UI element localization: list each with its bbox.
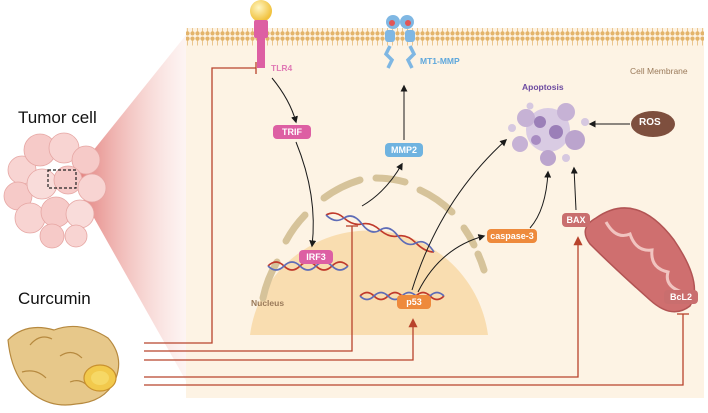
mitochondrion bbox=[584, 207, 696, 313]
tumor-cell-label: Tumor cell bbox=[18, 108, 97, 127]
trif-badge: TRIF bbox=[273, 125, 311, 139]
mt1-mmp-label: MT1-MMP bbox=[420, 56, 460, 66]
zoom-box bbox=[47, 169, 77, 189]
tlr4-receptor bbox=[250, 0, 272, 68]
dna-helix-center bbox=[325, 212, 435, 253]
magnification-beam bbox=[76, 30, 190, 388]
arrow-p53-apoptosis bbox=[411, 139, 508, 291]
mt1-mmp-receptor bbox=[383, 15, 417, 69]
inhibit-dna bbox=[144, 226, 353, 352]
inhibit-bcl2 bbox=[144, 314, 684, 386]
arrow-p53-caspase3 bbox=[417, 234, 486, 293]
p53-badge: p53 bbox=[397, 295, 431, 309]
inhibit-tlr4 bbox=[144, 67, 256, 344]
arrow-bax-apoptosis bbox=[570, 166, 578, 211]
bcl2-badge: BcL2 bbox=[664, 290, 698, 304]
arrow-caspase3-apoptosis bbox=[529, 170, 552, 229]
arrow-trif-irf3 bbox=[295, 141, 317, 248]
nucleus-label: Nucleus bbox=[251, 298, 285, 308]
apoptosis-cluster bbox=[508, 102, 589, 166]
curcumin-connectors bbox=[144, 62, 689, 386]
ros-bubble bbox=[631, 111, 675, 137]
cell-membrane-label: Cell Membrane bbox=[630, 66, 688, 76]
bax-badge: BAX bbox=[562, 213, 590, 227]
activate-p53 bbox=[144, 318, 418, 361]
apoptosis-label: Apoptosis bbox=[522, 82, 564, 92]
tlr4-label: TLR4 bbox=[271, 63, 293, 73]
cell-membrane bbox=[186, 28, 704, 46]
irf3-badge: IRF3 bbox=[299, 250, 333, 264]
activate-bax bbox=[144, 236, 583, 378]
arrow-dna-mmp2 bbox=[361, 162, 403, 207]
signal-arrows bbox=[271, 77, 630, 293]
nuclear-envelope bbox=[259, 174, 488, 302]
tumor-cell-cluster bbox=[3, 132, 107, 249]
caspase3-badge: caspase-3 bbox=[487, 229, 537, 243]
curcumin-rhizome bbox=[7, 325, 120, 406]
mmp2-badge: MMP2 bbox=[385, 143, 423, 157]
ros-label: ROS bbox=[639, 117, 661, 128]
arrow-tlr4-trif bbox=[271, 77, 298, 124]
curcumin-label: Curcumin bbox=[18, 289, 91, 308]
